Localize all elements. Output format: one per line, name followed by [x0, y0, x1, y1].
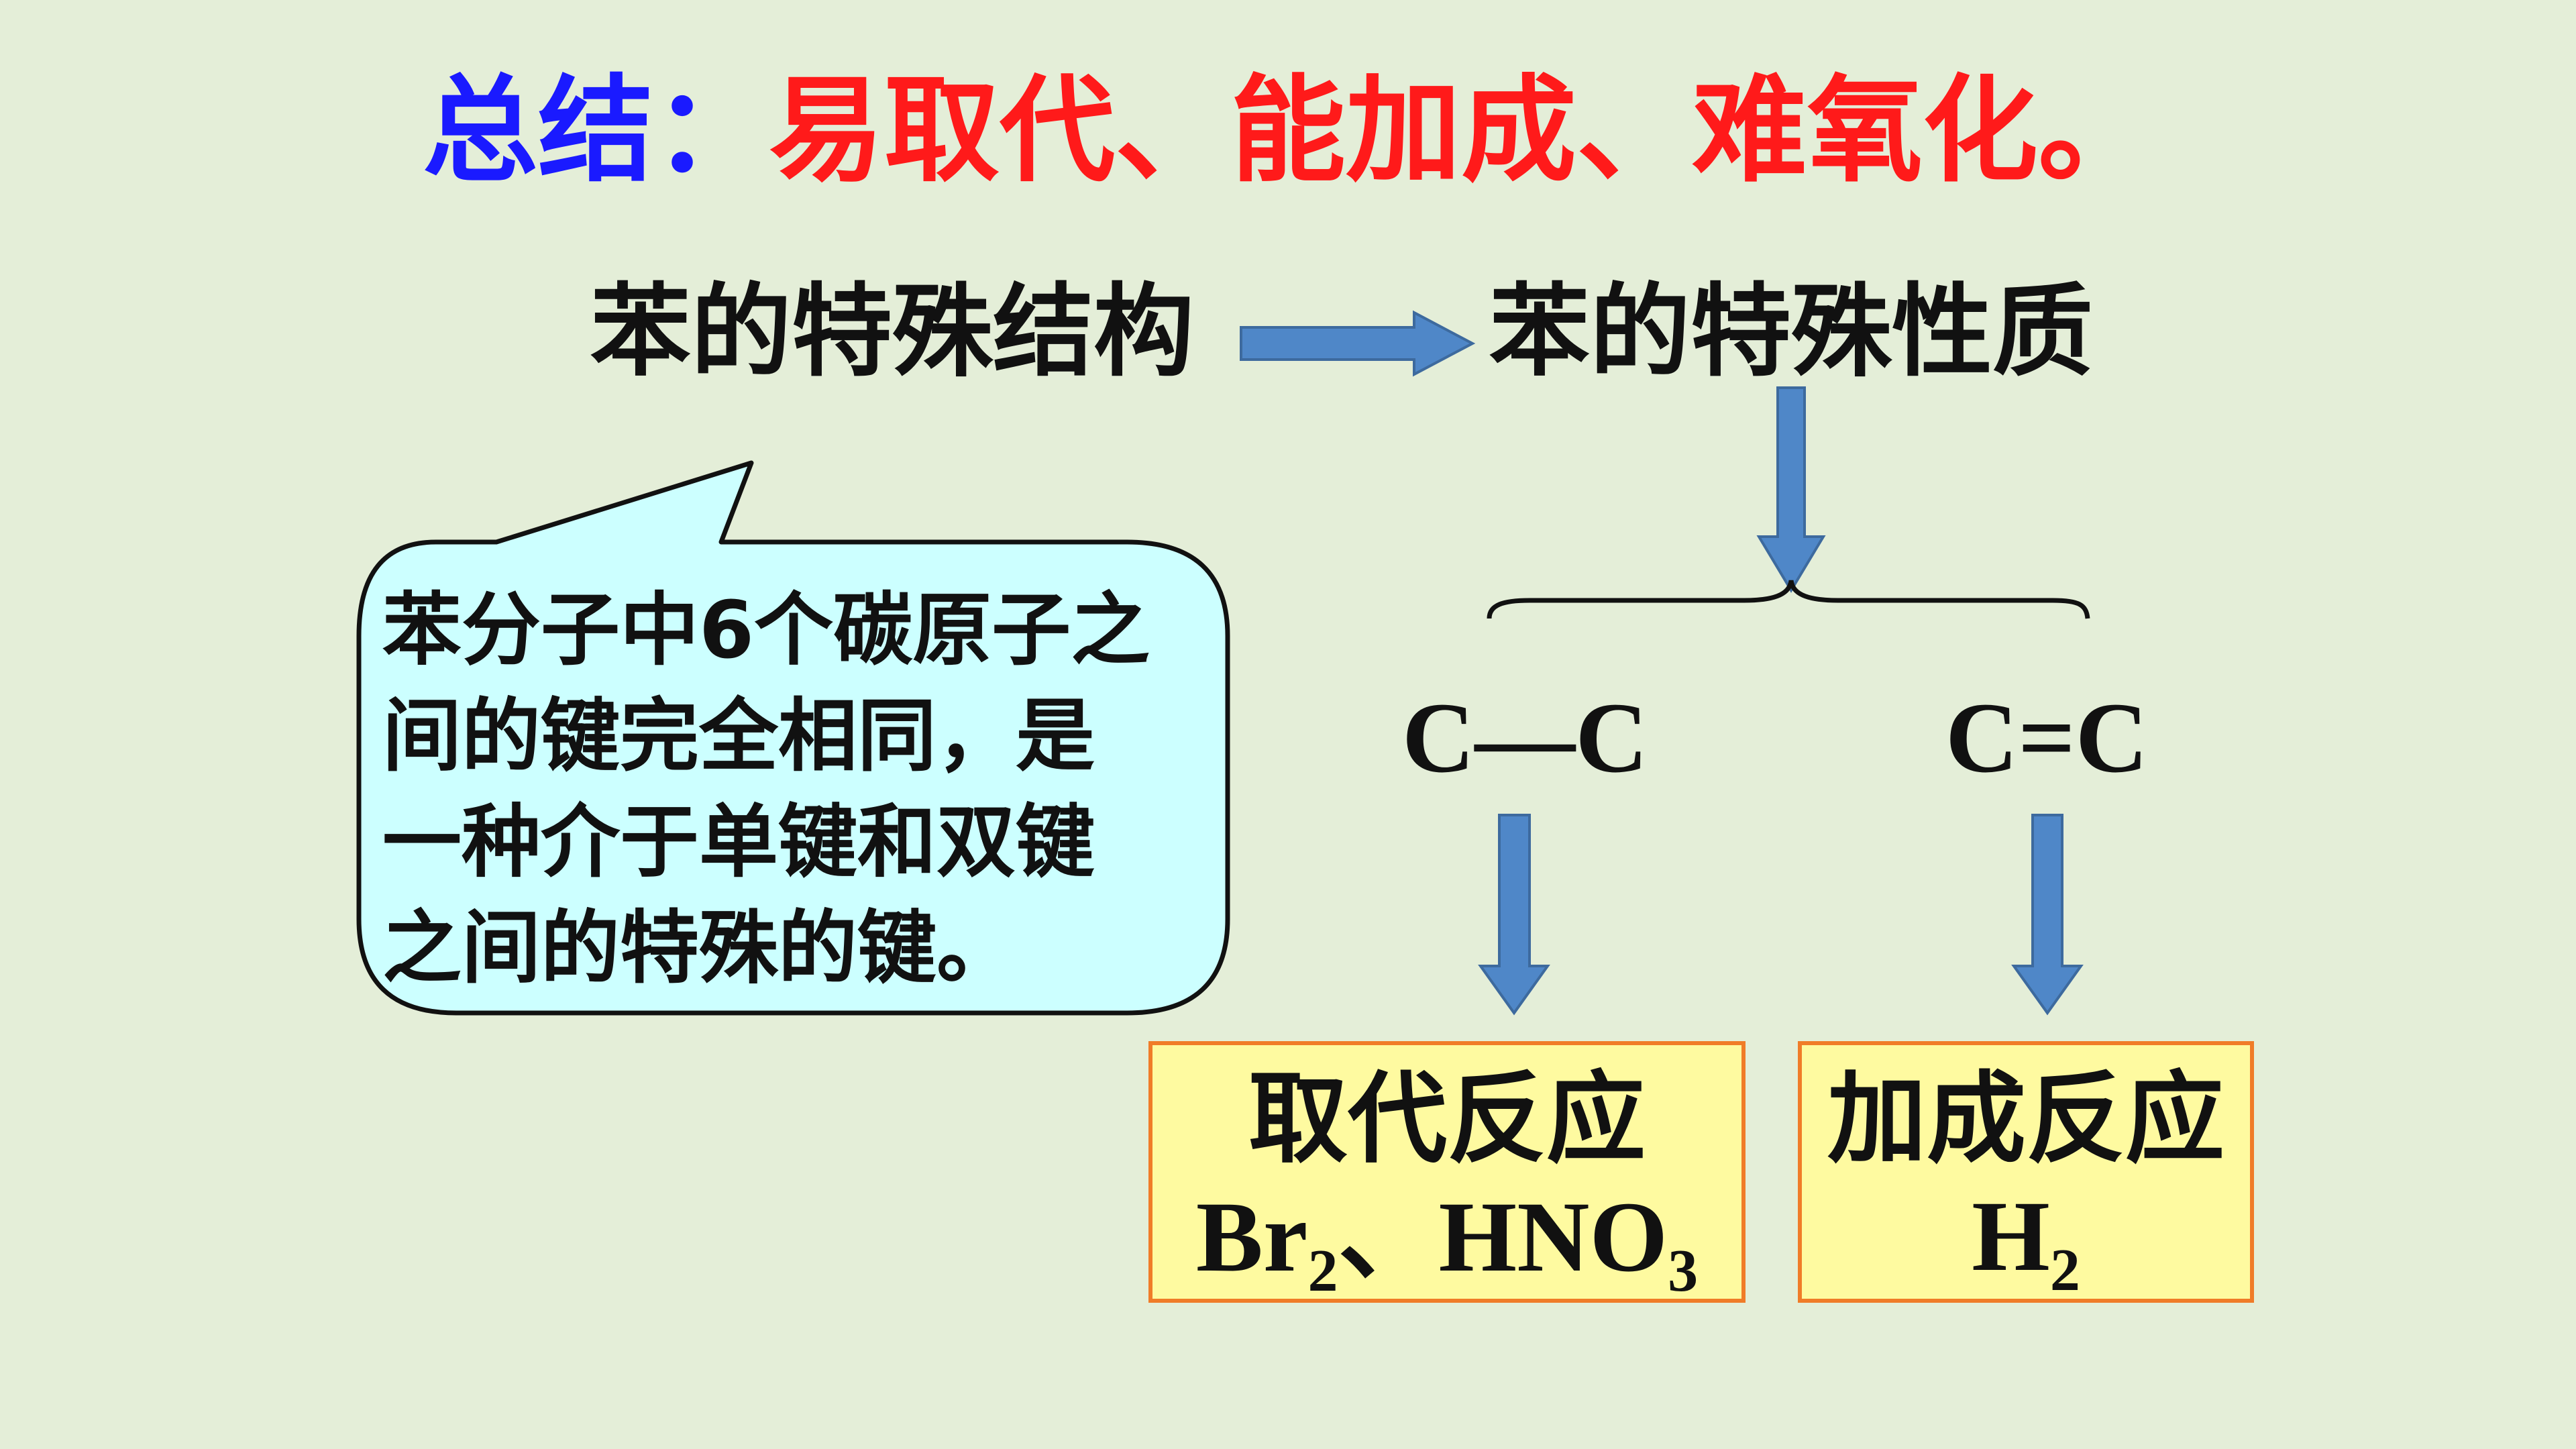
- substitution-box: 取代反应 Br2、HNO3: [1148, 1041, 1746, 1303]
- structure-label: 苯的特殊结构: [590, 274, 1195, 390]
- property-label: 苯的特殊性质: [1489, 274, 2094, 390]
- substitution-reagents: Br2、HNO3: [1152, 1178, 1741, 1301]
- reagent-h: H: [1972, 1181, 2050, 1292]
- bubble-line: 苯分子中6个碳原子之: [382, 584, 1150, 676]
- speech-bubble: [356, 460, 1230, 1016]
- reagent-hno-subscript: 3: [1668, 1238, 1699, 1304]
- substitution-title: 取代反应: [1248, 1061, 1646, 1177]
- arrow-down-icon: [1478, 814, 1550, 1016]
- double-bond-label: C=C: [1945, 682, 2149, 794]
- title-lead: 总结：: [423, 63, 769, 198]
- addition-title: 加成反应: [1827, 1061, 2224, 1177]
- brace-icon: [1487, 580, 2090, 619]
- reagent-hno: HNO: [1438, 1181, 1668, 1293]
- bubble-text: 苯分子中6个碳原子之 间的键完全相同，是 一种介于单键和双键 之间的特殊的键。: [382, 577, 1214, 1001]
- reagent-br-subscript: 2: [1307, 1238, 1338, 1304]
- arrow-down-icon: [1756, 386, 1826, 593]
- reagent-h-subscript: 2: [2049, 1237, 2080, 1303]
- bubble-line: 间的键完全相同，是: [382, 690, 1095, 782]
- reagent-separator: 、: [1338, 1178, 1439, 1295]
- page-title: 总结：易取代、能加成、难氧化。: [0, 64, 2576, 198]
- arrow-right-icon: [1240, 310, 1476, 377]
- reagent-br: Br: [1195, 1181, 1308, 1293]
- addition-reagents: H2: [1802, 1179, 2250, 1301]
- bubble-line: 之间的特殊的键。: [382, 902, 1016, 994]
- bubble-line: 一种介于单键和双键: [382, 796, 1095, 888]
- addition-box: 加成反应 H2: [1798, 1041, 2254, 1303]
- single-bond-label: C—C: [1402, 682, 1648, 794]
- arrow-down-icon: [2011, 814, 2084, 1016]
- title-summary: 易取代、能加成、难氧化。: [769, 63, 2153, 198]
